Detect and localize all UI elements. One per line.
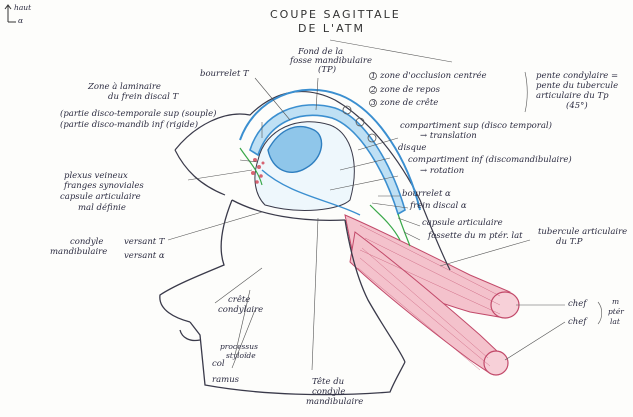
label-versant-t: versant T — [124, 237, 165, 247]
label-pente-2: pente du tubercule — [536, 81, 619, 91]
label-versant-a: versant α — [124, 251, 165, 261]
zone-num-1: 1 — [371, 71, 376, 80]
label-col: col — [212, 359, 225, 369]
label-attache-sup: (partie disco-temporale sup (souple) — [60, 109, 217, 119]
label-zone-repos: zone de repos — [380, 85, 440, 95]
label-condyle-1: condyle — [70, 237, 104, 247]
label-chef-sup: chef — [568, 299, 587, 309]
label-tete-3: mandibulaire — [306, 397, 364, 407]
title-line2: DE L'ATM — [298, 22, 365, 35]
title-line1: COUPE SAGITTALE — [270, 8, 401, 21]
label-tete-1: Tête du — [312, 377, 345, 387]
zone-num-3: 3 — [371, 98, 376, 107]
label-fossette: fossette du m ptér. lat — [428, 231, 523, 241]
label-chef-inf: chef — [568, 317, 587, 327]
leader-lines — [167, 39, 603, 371]
temporal-bone-outline — [174, 91, 451, 271]
label-fond-fosse-2: fosse mandibulaire — [290, 56, 372, 66]
venous-plexus — [251, 158, 265, 184]
label-capsule-2: mal définie — [78, 203, 126, 213]
label-tete-2: condyle — [312, 387, 346, 397]
label-bourrelet-tp: bourrelet T — [200, 69, 249, 79]
label-attache-inf: (partie disco-mandib inf (rigide) — [60, 120, 199, 130]
label-comp-inf-2: → rotation — [420, 166, 465, 176]
lateral-pterygoid-muscle — [344, 214, 520, 376]
label-muscle-pter: ptér — [608, 307, 624, 316]
label-muscle-lat: lat — [610, 317, 620, 326]
label-crete-2: condylaire — [218, 305, 264, 315]
label-capsule-1: capsule articulaire — [60, 192, 141, 202]
label-zone-crete: zone de crête — [380, 98, 439, 108]
label-plexus: plexus veineux — [64, 171, 128, 181]
orientation-arrow-icon — [4, 4, 16, 23]
orientation-up: haut — [14, 3, 32, 12]
label-pente-4: (45°) — [566, 101, 588, 111]
label-tubercule-1: tubercule articulaire — [538, 227, 628, 237]
label-fond-fosse-1: Fond de la — [298, 47, 344, 57]
label-fond-fosse-3: (TP) — [318, 65, 337, 75]
label-processus-1: processus — [220, 342, 258, 351]
label-tubercule-2: du T.P — [556, 237, 583, 247]
label-pente-1: pente condylaire = — [536, 71, 619, 81]
capsule-lines — [239, 147, 411, 247]
label-comp-inf-1: compartiment inf (discomandibulaire) — [408, 155, 572, 165]
label-zone-occlusion: zone d'occlusion centrée — [380, 71, 487, 81]
label-frein-a: frein discal α — [410, 201, 467, 211]
zone-markers — [342, 72, 377, 143]
label-pente-3: articulaire du Tp — [536, 91, 609, 101]
mandible-outline — [159, 199, 406, 396]
label-processus-2: styloïde — [226, 351, 256, 360]
label-comp-sup-2: → translation — [420, 131, 477, 141]
label-crete-1: crête — [228, 295, 251, 305]
label-capsule-art: capsule articulaire — [422, 218, 503, 228]
label-zone-lamin-2: du frein discal T — [108, 92, 179, 102]
label-muscle-m: m — [612, 297, 620, 306]
articular-disc — [239, 88, 421, 216]
label-zone-lamin-1: Zone à laminaire — [88, 82, 161, 92]
label-disque: disque — [398, 143, 427, 153]
label-ramus: ramus — [212, 375, 240, 385]
label-bourrelet-a: bourrelet α — [402, 189, 451, 199]
orientation-side: α — [18, 16, 24, 25]
label-condyle-2: mandibulaire — [50, 247, 108, 257]
label-comp-sup-1: compartiment sup (disco temporal) — [400, 121, 552, 131]
zone-num-2: 2 — [371, 85, 376, 94]
label-franges: franges synoviales — [64, 181, 144, 191]
